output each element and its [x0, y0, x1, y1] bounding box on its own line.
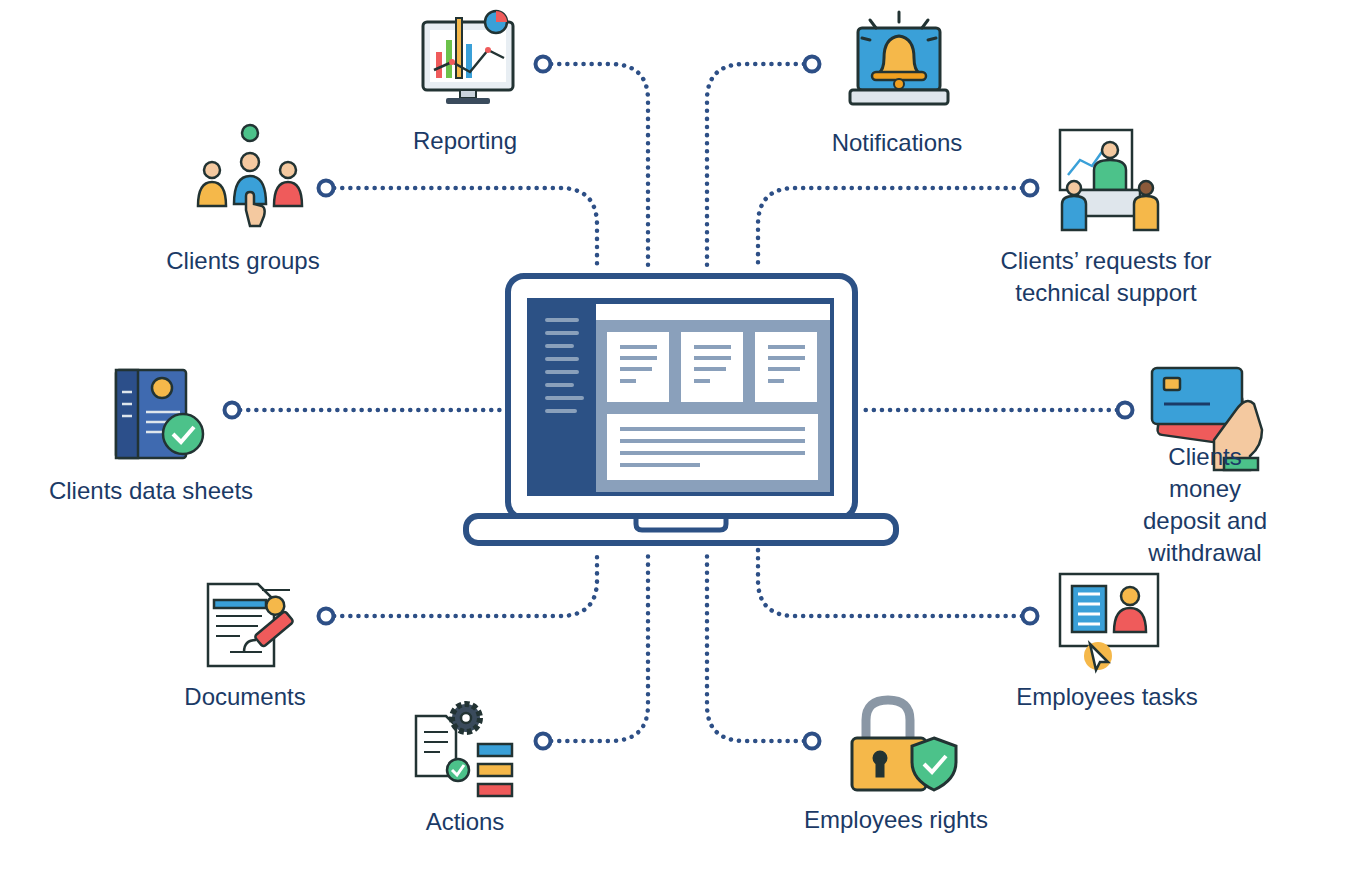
reporting-icon	[423, 11, 513, 104]
actions-icon	[416, 704, 512, 796]
datasheet-icon	[116, 370, 203, 458]
feature-label: Clients data sheets	[49, 475, 253, 507]
bell-icon	[850, 12, 948, 104]
feature-label: Notifications	[832, 127, 963, 159]
feature-label: Employees tasks	[1016, 681, 1197, 713]
tasks-icon	[1060, 574, 1158, 670]
lock-icon	[852, 700, 956, 790]
laptop	[466, 276, 896, 543]
feature-label: Clients groups	[166, 245, 319, 277]
feature-label: Documents	[184, 681, 305, 713]
dotted-lines	[232, 64, 1125, 741]
feature-label: Employees rights	[804, 804, 988, 836]
end-dots	[225, 57, 1133, 749]
feature-label: Clients money deposit and withdrawal	[1134, 441, 1276, 569]
people-icon	[198, 125, 302, 226]
feature-label: Clients’ requests for technical support	[986, 245, 1227, 309]
feature-label: Actions	[426, 806, 505, 838]
feature-label: Reporting	[413, 125, 517, 157]
presenter-icon	[1060, 130, 1158, 230]
document-icon	[208, 584, 294, 666]
